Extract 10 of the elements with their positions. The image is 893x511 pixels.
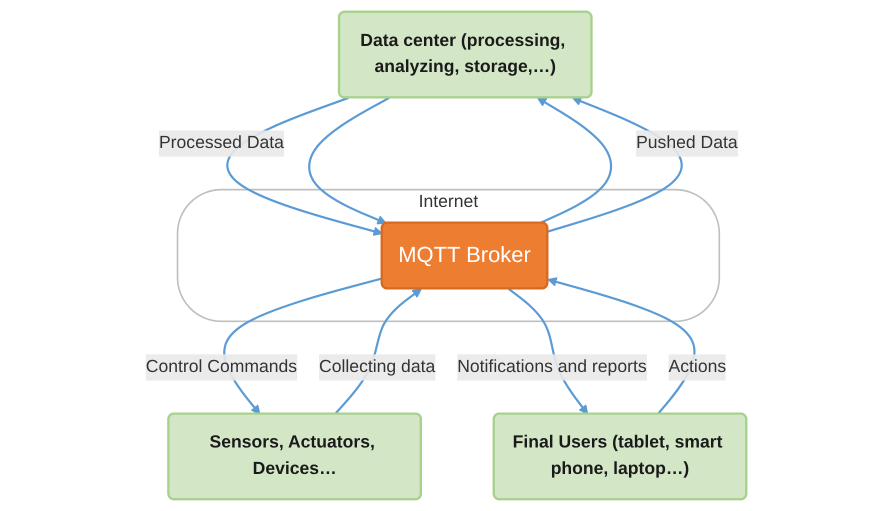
edge-label: Control Commands	[146, 358, 298, 376]
edge-label: Actions	[669, 358, 727, 376]
arrow	[224, 277, 384, 415]
arrow	[548, 277, 696, 415]
edge-label: Collecting data	[320, 358, 436, 376]
edge-label: Notifications and reports	[458, 358, 648, 376]
edge-label: Processed Data	[159, 134, 284, 152]
arrow	[308, 97, 390, 224]
edge-label: Pushed Data	[636, 134, 738, 152]
arrow	[538, 98, 613, 224]
